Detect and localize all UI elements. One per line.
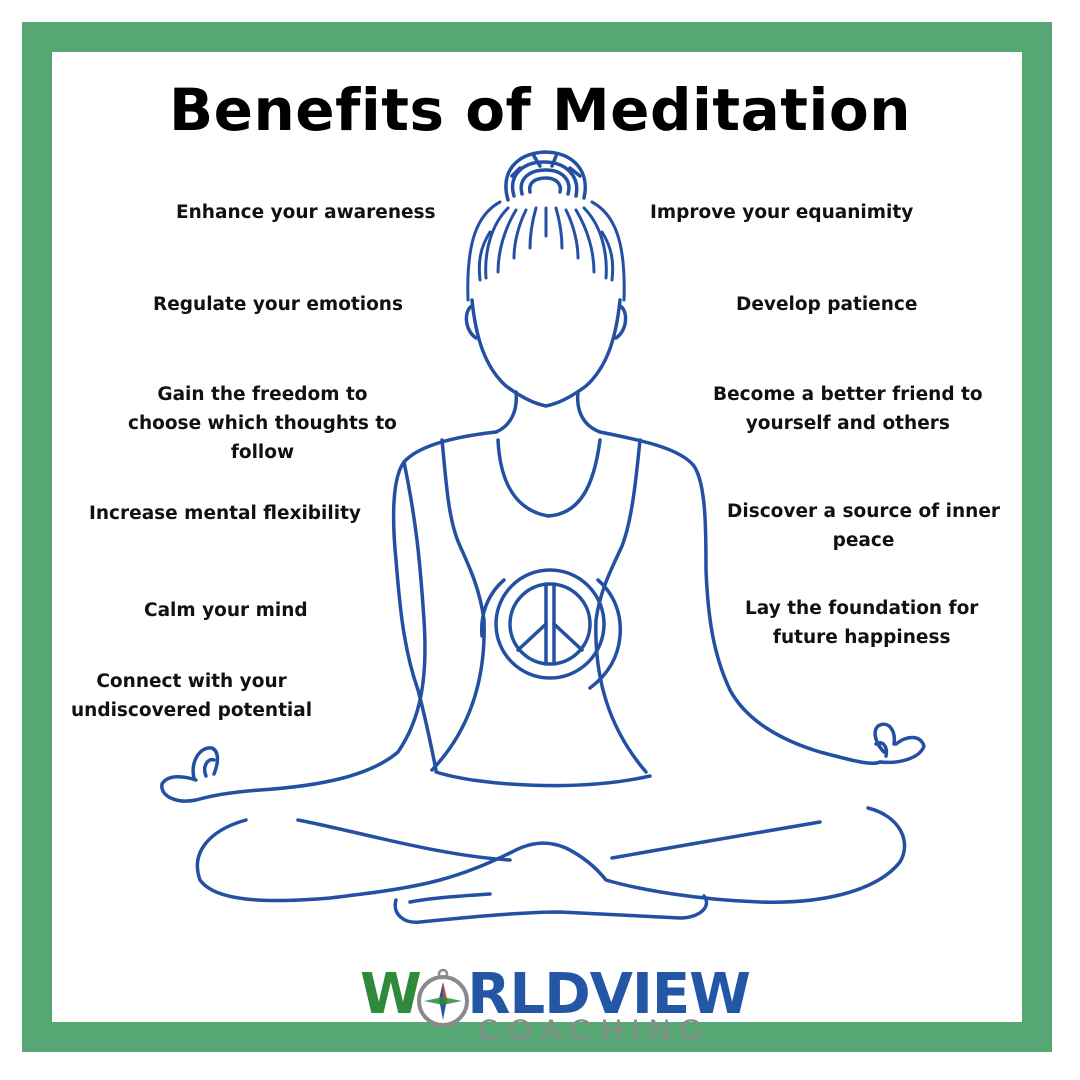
left-arm: [391, 430, 498, 772]
neck-right: [575, 390, 602, 434]
benefit-left-4: Increase mental flexibility: [89, 503, 361, 524]
benefit-right-2: Develop patience: [736, 294, 918, 315]
right-ear: [614, 304, 628, 340]
logo-letter-w: W: [360, 962, 422, 1027]
green-frame: [22, 22, 1052, 1052]
logo-word-rest: RLDVIEW: [467, 962, 750, 1027]
hair: [466, 200, 626, 302]
hair-bun: [504, 150, 587, 202]
left-forearm: [194, 460, 427, 802]
page-title: Benefits of Meditation: [168, 76, 912, 144]
neck-left: [494, 390, 519, 434]
feet: [393, 892, 709, 924]
logo-subtitle: COACHING: [478, 1014, 712, 1047]
compass-icon: [417, 968, 469, 1027]
right-shin: [610, 820, 822, 860]
peace-sign-icon: [479, 568, 623, 690]
face: [470, 298, 622, 408]
neckline: [496, 438, 602, 518]
right-arm: [598, 430, 882, 765]
worldview-coaching-logo: WORLDVIEW COACHING: [360, 962, 751, 1052]
benefit-left-5: Calm your mind: [144, 600, 308, 621]
left-hand: [160, 746, 220, 803]
waist: [434, 770, 652, 788]
right-hand: [873, 722, 926, 765]
benefit-left-2: Regulate your emotions: [153, 294, 403, 315]
left-ear: [464, 304, 478, 340]
benefit-left-1: Enhance your awareness: [176, 202, 436, 223]
legs: [195, 806, 907, 904]
tank-top: [430, 438, 648, 774]
left-shin: [296, 818, 512, 862]
benefit-right-1: Improve your equanimity: [650, 202, 914, 223]
